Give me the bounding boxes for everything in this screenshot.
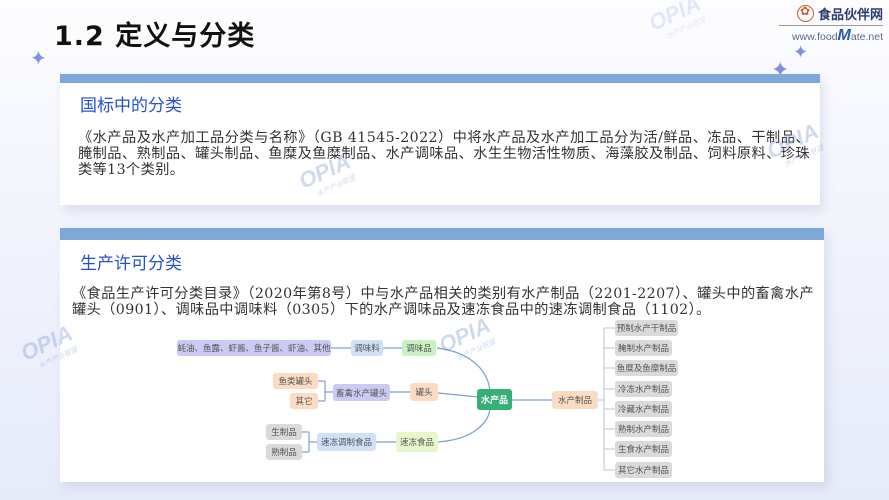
mindmap-leaf: 熟制水产制品 — [615, 421, 672, 437]
logo-cn-text: 食品伙伴网 — [817, 8, 883, 23]
logo-url: www.foodMate.net — [792, 27, 883, 44]
sparkle-icon: ✦ — [793, 42, 809, 63]
mindmap-leaf: 腌制水产制品 — [615, 340, 672, 356]
mindmap-node-frozen-prepared: 速冻调制食品 — [317, 433, 376, 451]
slide-title: 1.2 定义与分类 — [54, 21, 256, 52]
production-license-card: 生产许可分类 《食品生产许可分类目录》（2020年第8号）中与水产品相关的类别有… — [60, 228, 824, 482]
foodmate-logo[interactable]: 食品伙伴网 www.foodMate.net — [775, 4, 883, 46]
mindmap-leaf: 预制水产干制品 — [615, 320, 678, 336]
mindmap-leaf: 冷藏水产制品 — [615, 401, 672, 417]
mindmap-node-seasoning-items: 蚝油、鱼露、虾酱、鱼子酱、虾油、其他 — [177, 340, 331, 356]
mindmap-leaf: 生食水产制品 — [615, 441, 672, 457]
mindmap-root-aquatic-products: 水产品 — [477, 389, 512, 410]
mindmap-node-seasoning: 调味品 — [402, 340, 436, 356]
mindmap-node-livestock-aquatic-can: 畜禽水产罐头 — [333, 384, 390, 401]
flower-logo-icon — [796, 4, 814, 22]
section-heading: 国标中的分类 — [80, 96, 182, 116]
section-heading: 生产许可分类 — [80, 254, 182, 274]
card-header-bar — [60, 228, 824, 240]
mindmap-node-cooked-product: 熟制品 — [266, 444, 302, 460]
mindmap-node-raw-product: 生制品 — [266, 424, 302, 440]
mindmap-leaf: 鱼糜及鱼糜制品 — [615, 360, 678, 376]
card-header-bar — [60, 74, 820, 83]
section-body: 《水产品及水产加工品分类与名称》（GB 41545-2022）中将水产品及水产加… — [78, 130, 810, 178]
sparkle-icon: ✦ — [30, 46, 47, 70]
mindmap-node-aquatic-processed: 水产制品 — [552, 391, 598, 409]
mindmap-node-other-can: 其它 — [290, 393, 318, 409]
mindmap-node-canned: 罐头 — [410, 383, 438, 401]
mindmap-leaf: 其它水产制品 — [615, 462, 672, 478]
mindmap-node-fish-can: 鱼类罐头 — [273, 373, 318, 389]
mindmap-leaf: 冷冻水产制品 — [615, 381, 672, 397]
national-standard-card: 国标中的分类 《水产品及水产加工品分类与名称》（GB 41545-2022）中将… — [60, 74, 820, 205]
section-body: 《食品生产许可分类目录》（2020年第8号）中与水产品相关的类别有水产制品（22… — [72, 286, 814, 318]
logo-divider — [779, 25, 883, 26]
mindmap-node-frozen-food: 速冻食品 — [396, 432, 438, 452]
mindmap-node-seasoning-material: 调味料 — [351, 340, 383, 356]
